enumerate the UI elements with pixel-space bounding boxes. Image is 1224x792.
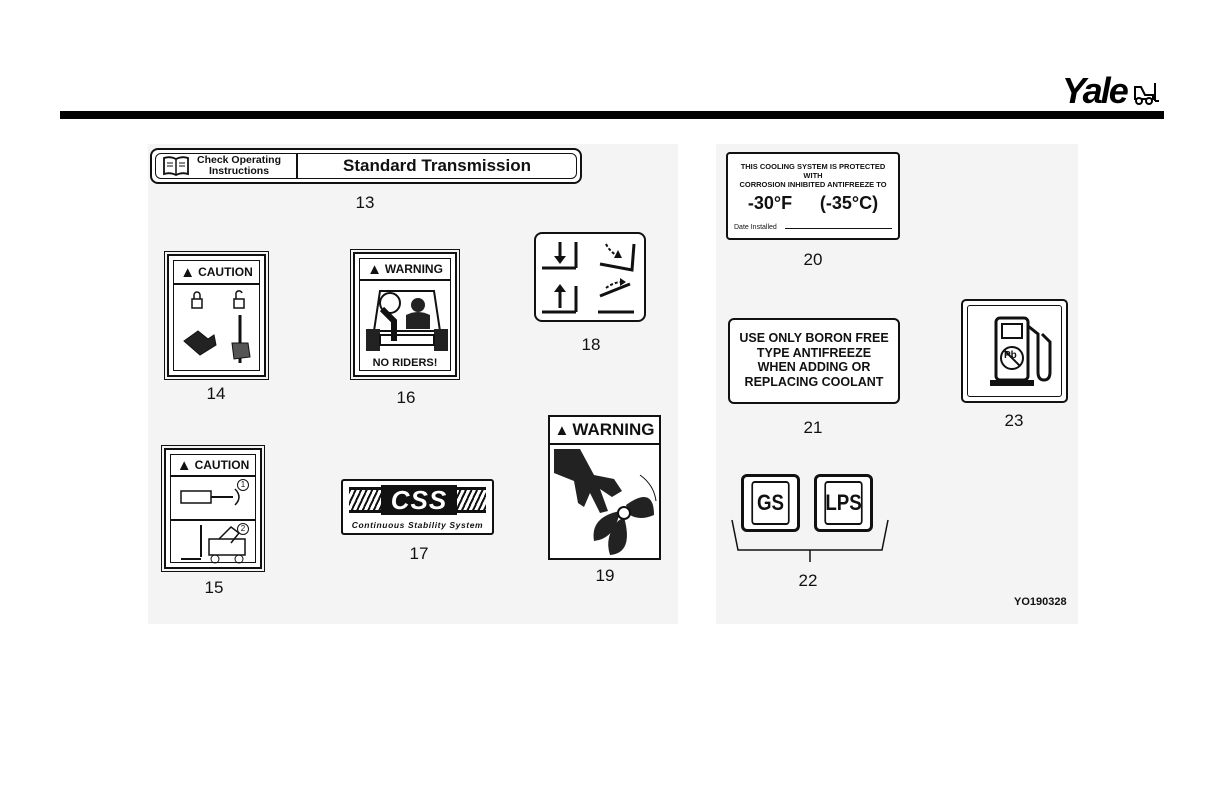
decal-number-16: 16 xyxy=(396,388,416,407)
warning-triangle-icon: ▲ xyxy=(554,421,570,439)
step-2-marker: 2 xyxy=(237,523,249,535)
warning-triangle-icon: ▲ xyxy=(180,263,196,281)
date-installed-label: Date Installed xyxy=(734,224,777,231)
lead-symbol: Pb xyxy=(1004,350,1017,361)
decal-number-20: 20 xyxy=(803,250,823,269)
boron-line-4: REPLACING COOLANT xyxy=(744,374,884,389)
decal-number-18: 18 xyxy=(581,335,601,354)
cooling-system-line-1: THIS COOLING SYSTEM IS PROTECTED WITH xyxy=(740,162,886,180)
decal-22-lps-badge: LPS xyxy=(814,474,873,532)
decal-number-15: 15 xyxy=(204,578,224,597)
decal-15-caution-tilt: ▲ CAUTION 1 2 xyxy=(161,445,265,572)
decal-19-fan-warning: ▲ WARNING xyxy=(548,415,661,560)
decal-18-lift-tilt-controls xyxy=(534,232,646,322)
fuel-pump-icon xyxy=(990,316,1052,386)
lps-badge-text: LPS xyxy=(824,481,863,525)
decal-20-antifreeze-protection: THIS COOLING SYSTEM IS PROTECTED WITH CO… xyxy=(726,152,900,240)
decal-21-boron-free: USE ONLY BORON FREE TYPE ANTIFREEZE WHEN… xyxy=(728,318,900,404)
decal-number-14: 14 xyxy=(206,384,226,403)
manual-book-icon xyxy=(163,156,189,177)
warning-label: WARNING xyxy=(384,262,443,276)
decal-17-css: CSS Continuous Stability System xyxy=(341,479,494,535)
decal-22-gs-badge: GS xyxy=(741,474,800,532)
decal-number-19: 19 xyxy=(595,566,615,585)
forklift-tilt-pictogram-icon xyxy=(181,525,246,564)
caution-label: CAUTION xyxy=(198,265,253,279)
lever-pictogram-icon xyxy=(180,488,240,506)
warning-triangle-icon: ▲ xyxy=(367,260,382,278)
standard-transmission-text: Standard Transmission xyxy=(343,156,531,175)
lock-lever-pictogram-icon xyxy=(183,290,251,363)
boron-line-2: TYPE ANTIFREEZE xyxy=(756,345,872,360)
css-logo-text: CSS xyxy=(381,485,457,515)
lift-tilt-controls-icon xyxy=(542,242,636,314)
yale-logo: Yale xyxy=(1062,70,1159,112)
continuous-stability-system-text: Continuous Stability System xyxy=(351,520,484,530)
warning-label: WARNING xyxy=(572,420,655,439)
decal-16-no-riders: ▲ WARNING NO RIDERS! xyxy=(350,249,460,380)
decal-number-13: 13 xyxy=(355,193,375,212)
decal-number-22: 22 xyxy=(798,571,818,590)
decal-14-caution-lock: ▲ CAUTION xyxy=(164,251,269,380)
cooling-system-line-2: CORROSION INHIBITED ANTIFREEZE TO xyxy=(739,180,887,189)
decal-13-transmission: Check Operating Instructions Standard Tr… xyxy=(150,148,582,184)
boron-line-1: USE ONLY BORON FREE xyxy=(739,331,889,345)
forklift-logo-icon xyxy=(1133,83,1159,105)
temperature-celsius: (-35°C) xyxy=(819,193,879,213)
header-rule xyxy=(60,111,1164,119)
temperature-fahrenheit: -30°F xyxy=(747,193,793,213)
gs-badge-text: GS xyxy=(751,481,790,525)
boron-line-3: WHEN ADDING OR xyxy=(757,360,871,374)
warning-triangle-icon: ▲ xyxy=(176,456,192,474)
check-operating-instructions-text: Check Operating Instructions xyxy=(196,154,282,177)
fan-hand-hazard-icon xyxy=(554,449,657,555)
no-riders-pictogram-icon xyxy=(366,290,448,351)
caution-label: CAUTION xyxy=(194,458,250,472)
figure-reference-code: YO190328 xyxy=(1014,596,1067,608)
decal-number-23: 23 xyxy=(1004,411,1024,430)
decal-number-17: 17 xyxy=(409,544,429,563)
decal-23-unleaded-fuel: Pb xyxy=(961,299,1068,403)
date-installed-line xyxy=(784,228,892,229)
no-riders-text: NO RIDERS! xyxy=(372,357,438,369)
decal-number-21: 21 xyxy=(803,418,823,437)
step-1-marker: 1 xyxy=(237,479,249,491)
decal-22-bracket xyxy=(731,519,889,562)
